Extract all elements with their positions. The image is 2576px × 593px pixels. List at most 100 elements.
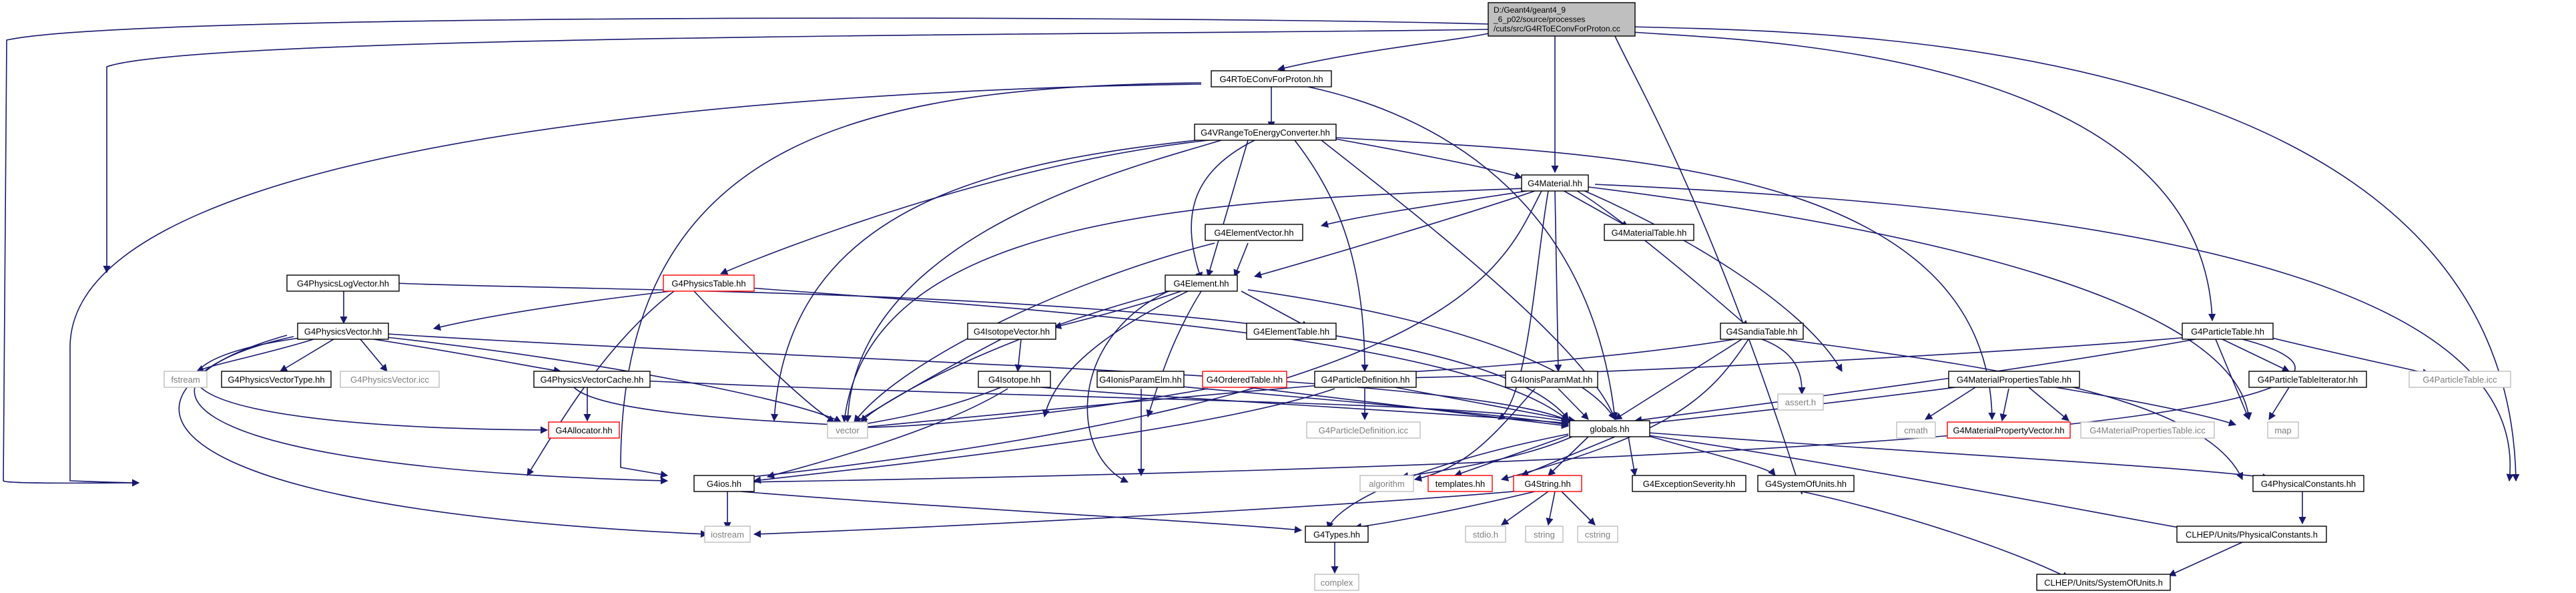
node-cstring[interactable]: cstring — [1577, 526, 1618, 543]
svg-text:G4String.hh: G4String.hh — [1524, 479, 1570, 489]
node-string[interactable]: string — [1525, 526, 1564, 543]
svg-text:G4PhysicsVectorCache.hh: G4PhysicsVectorCache.hh — [541, 375, 644, 385]
svg-text:cstring: cstring — [1585, 530, 1610, 540]
svg-text:G4MaterialTable.hh: G4MaterialTable.hh — [1612, 228, 1687, 238]
node-systemofunits[interactable]: G4SystemOfUnits.hh — [1757, 475, 1855, 492]
svg-text:G4ParticleDefinition.hh: G4ParticleDefinition.hh — [1321, 375, 1410, 385]
svg-text:G4Material.hh: G4Material.hh — [1528, 178, 1582, 188]
svg-text:G4RToEConvForProton.hh: G4RToEConvForProton.hh — [1219, 74, 1323, 84]
node-elementtable[interactable]: G4ElementTable.hh — [1246, 323, 1337, 340]
root-line-1: D:/Geant4/geant4_9 — [1494, 5, 1566, 15]
edges — [3, 17, 2520, 579]
node-clhep-physconst[interactable]: CLHEP/Units/PhysicalConstants.h — [2176, 526, 2327, 543]
node-g4ios[interactable]: G4ios.hh — [693, 475, 755, 492]
svg-text:CLHEP/Units/SystemOfUnits.h: CLHEP/Units/SystemOfUnits.h — [2044, 578, 2163, 588]
node-isotopevector[interactable]: G4IsotopeVector.hh — [967, 323, 1056, 340]
svg-text:G4PhysicalConstants.hh: G4PhysicalConstants.hh — [2261, 479, 2356, 489]
node-cmath[interactable]: cmath — [1896, 421, 1936, 439]
node-exceptionseverity[interactable]: G4ExceptionSeverity.hh — [1632, 475, 1746, 492]
svg-text:vector: vector — [836, 425, 860, 435]
node-stdio[interactable]: stdio.h — [1465, 526, 1506, 543]
node-matproptableicc[interactable]: G4MaterialPropertiesTable.icc — [2080, 421, 2215, 439]
svg-text:fstream: fstream — [171, 375, 200, 385]
node-physicsvector[interactable]: G4PhysicsVector.hh — [297, 323, 389, 340]
svg-text:G4IonisParamElm.hh: G4IonisParamElm.hh — [1099, 375, 1182, 385]
svg-text:G4PhysicsVector.icc: G4PhysicsVector.icc — [350, 375, 429, 385]
svg-text:G4PhysicsVector.hh: G4PhysicsVector.hh — [304, 327, 382, 337]
svg-text:G4SystemOfUnits.hh: G4SystemOfUnits.hh — [1765, 479, 1847, 489]
svg-text:G4Isotope.hh: G4Isotope.hh — [988, 375, 1040, 385]
node-materialtable[interactable]: G4MaterialTable.hh — [1604, 224, 1694, 241]
svg-text:G4IonisParamMat.hh: G4IonisParamMat.hh — [1511, 375, 1593, 385]
svg-text:G4VRangeToEnergyConverter.hh: G4VRangeToEnergyConverter.hh — [1201, 128, 1330, 138]
svg-text:complex: complex — [1321, 578, 1353, 588]
svg-text:CLHEP/Units/PhysicalConstants.: CLHEP/Units/PhysicalConstants.h — [2186, 530, 2318, 540]
node-fstream[interactable]: fstream — [164, 371, 208, 388]
svg-text:G4Element.hh: G4Element.hh — [1173, 278, 1229, 288]
node-particletable[interactable]: G4ParticleTable.hh — [2182, 323, 2274, 340]
node-matpropvector[interactable]: G4MaterialPropertyVector.hh — [1947, 421, 2071, 439]
node-rtoe-proton[interactable]: G4RToEConvForProton.hh — [1211, 70, 1332, 87]
svg-text:algorithm: algorithm — [1369, 479, 1404, 489]
node-ionisparamelm[interactable]: G4IonisParamElm.hh — [1096, 371, 1185, 388]
svg-text:G4MaterialPropertiesTable.icc: G4MaterialPropertiesTable.icc — [2089, 425, 2206, 435]
node-isotope[interactable]: G4Isotope.hh — [978, 371, 1051, 388]
node-g4string[interactable]: G4String.hh — [1513, 475, 1582, 492]
node-globals[interactable]: globals.hh — [1569, 420, 1650, 437]
node-clhep-units[interactable]: CLHEP/Units/SystemOfUnits.h — [2036, 574, 2171, 591]
node-particletableiter[interactable]: G4ParticleTableIterator.hh — [2248, 371, 2367, 388]
svg-text:G4ParticleTable.hh: G4ParticleTable.hh — [2191, 327, 2264, 337]
node-elementvector[interactable]: G4ElementVector.hh — [1205, 224, 1303, 241]
node-physicstable[interactable]: G4PhysicsTable.hh — [663, 274, 755, 292]
root-line-2: _6_p02/source/processes — [1493, 15, 1585, 24]
svg-text:G4ElementTable.hh: G4ElementTable.hh — [1253, 327, 1329, 337]
node-g4types[interactable]: G4Types.hh — [1305, 526, 1369, 543]
node-assert[interactable]: assert.h — [1777, 393, 1824, 411]
node-allocator[interactable]: G4Allocator.hh — [548, 421, 620, 439]
svg-text:templates.hh: templates.hh — [1435, 479, 1485, 489]
node-orderedtable[interactable]: G4OrderedTable.hh — [1202, 371, 1287, 388]
node-matproptable[interactable]: G4MaterialPropertiesTable.hh — [1948, 371, 2080, 388]
node-root-file[interactable]: D:/Geant4/geant4_9 _6_p02/source/process… — [1488, 2, 1636, 37]
root-line-3: /cuts/src/G4RToEConvForProton.cc — [1494, 24, 1620, 33]
svg-text:G4ParticleTable.icc: G4ParticleTable.icc — [2423, 375, 2497, 385]
svg-text:G4SandiaTable.hh: G4SandiaTable.hh — [1726, 327, 1798, 337]
svg-text:globals.hh: globals.hh — [1590, 424, 1629, 434]
node-particledeficc[interactable]: G4ParticleDefinition.icc — [1306, 421, 1421, 439]
svg-text:G4ElementVector.hh: G4ElementVector.hh — [1214, 228, 1293, 238]
node-templates[interactable]: templates.hh — [1427, 475, 1493, 492]
svg-text:G4ParticleDefinition.icc: G4ParticleDefinition.icc — [1319, 425, 1409, 435]
svg-text:G4Types.hh: G4Types.hh — [1313, 530, 1360, 540]
node-map[interactable]: map — [2267, 421, 2299, 439]
svg-text:G4OrderedTable.hh: G4OrderedTable.hh — [1207, 375, 1283, 385]
node-sandiatable[interactable]: G4SandiaTable.hh — [1720, 323, 1804, 340]
node-complex[interactable]: complex — [1314, 574, 1359, 591]
svg-text:G4MaterialPropertyVector.hh: G4MaterialPropertyVector.hh — [1953, 425, 2065, 435]
svg-text:G4MaterialPropertiesTable.hh: G4MaterialPropertiesTable.hh — [1957, 375, 2071, 385]
svg-text:G4PhysicsLogVector.hh: G4PhysicsLogVector.hh — [297, 278, 389, 288]
node-iostream[interactable]: iostream — [704, 526, 751, 543]
node-vrange[interactable]: G4VRangeToEnergyConverter.hh — [1194, 124, 1337, 141]
svg-text:G4ExceptionSeverity.hh: G4ExceptionSeverity.hh — [1643, 479, 1736, 489]
svg-text:G4Allocator.hh: G4Allocator.hh — [555, 425, 612, 435]
node-particletableicc[interactable]: G4ParticleTable.icc — [2408, 371, 2511, 388]
node-vector[interactable]: vector — [827, 421, 868, 439]
node-physvectorcache[interactable]: G4PhysicsVectorCache.hh — [533, 371, 651, 388]
node-algorithm[interactable]: algorithm — [1359, 475, 1414, 492]
svg-text:G4IsotopeVector.hh: G4IsotopeVector.hh — [974, 327, 1050, 337]
svg-text:G4PhysicsVectorType.hh: G4PhysicsVectorType.hh — [228, 375, 324, 385]
svg-text:G4PhysicsTable.hh: G4PhysicsTable.hh — [671, 278, 745, 288]
node-physconstants[interactable]: G4PhysicalConstants.hh — [2252, 475, 2364, 492]
svg-text:G4ParticleTableIterator.hh: G4ParticleTableIterator.hh — [2258, 375, 2358, 385]
node-element[interactable]: G4Element.hh — [1165, 274, 1238, 292]
node-physvectortype[interactable]: G4PhysicsVectorType.hh — [221, 371, 332, 388]
node-physlogvector[interactable]: G4PhysicsLogVector.hh — [286, 274, 400, 292]
node-material[interactable]: G4Material.hh — [1521, 174, 1589, 192]
node-physvectoricc[interactable]: G4PhysicsVector.icc — [340, 371, 440, 388]
node-particledef[interactable]: G4ParticleDefinition.hh — [1314, 371, 1417, 388]
svg-text:assert.h: assert.h — [1785, 397, 1816, 407]
svg-text:stdio.h: stdio.h — [1473, 530, 1498, 540]
svg-text:iostream: iostream — [711, 530, 744, 540]
node-ionisparammat[interactable]: G4IonisParamMat.hh — [1505, 371, 1598, 388]
